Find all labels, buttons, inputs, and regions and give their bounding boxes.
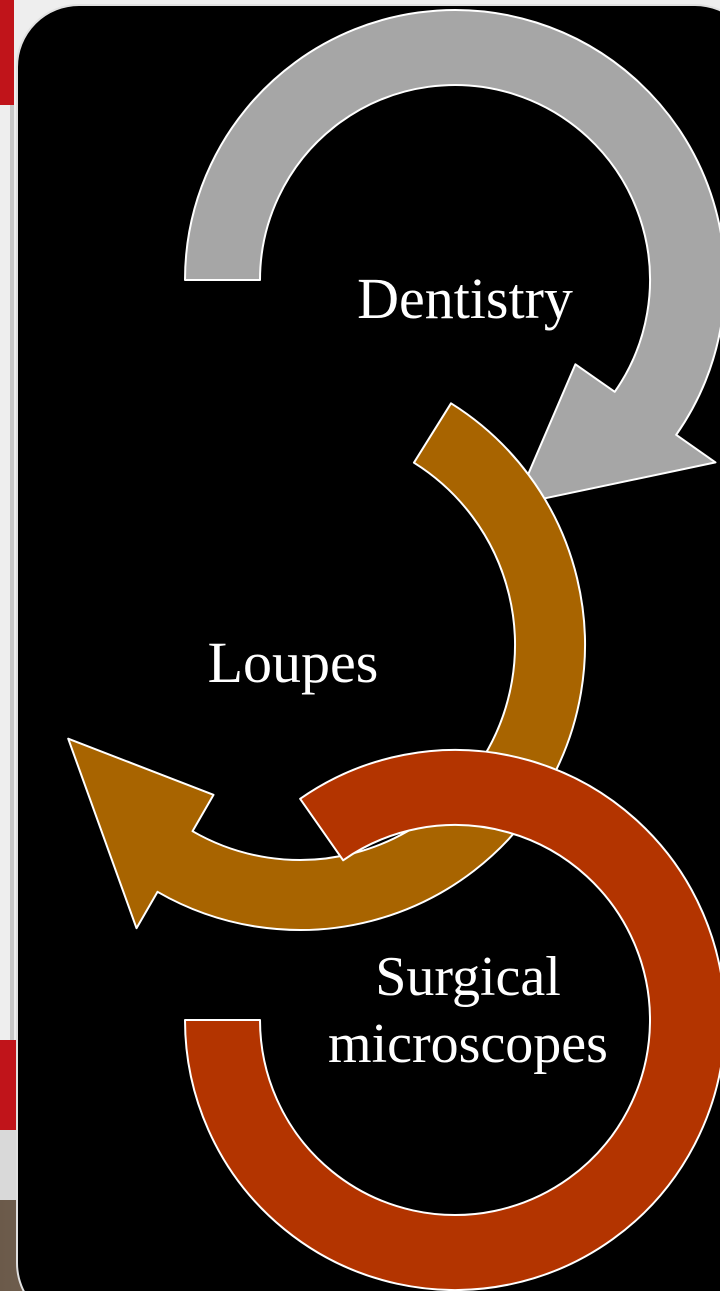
step-label-microscopes: microscopes bbox=[328, 1013, 608, 1075]
step-label-dentistry: Dentistry bbox=[357, 266, 573, 331]
accent-bar-top bbox=[0, 0, 14, 105]
step-label-loupes: Loupes bbox=[208, 630, 379, 695]
step-label-surgical: Surgical bbox=[375, 946, 561, 1008]
